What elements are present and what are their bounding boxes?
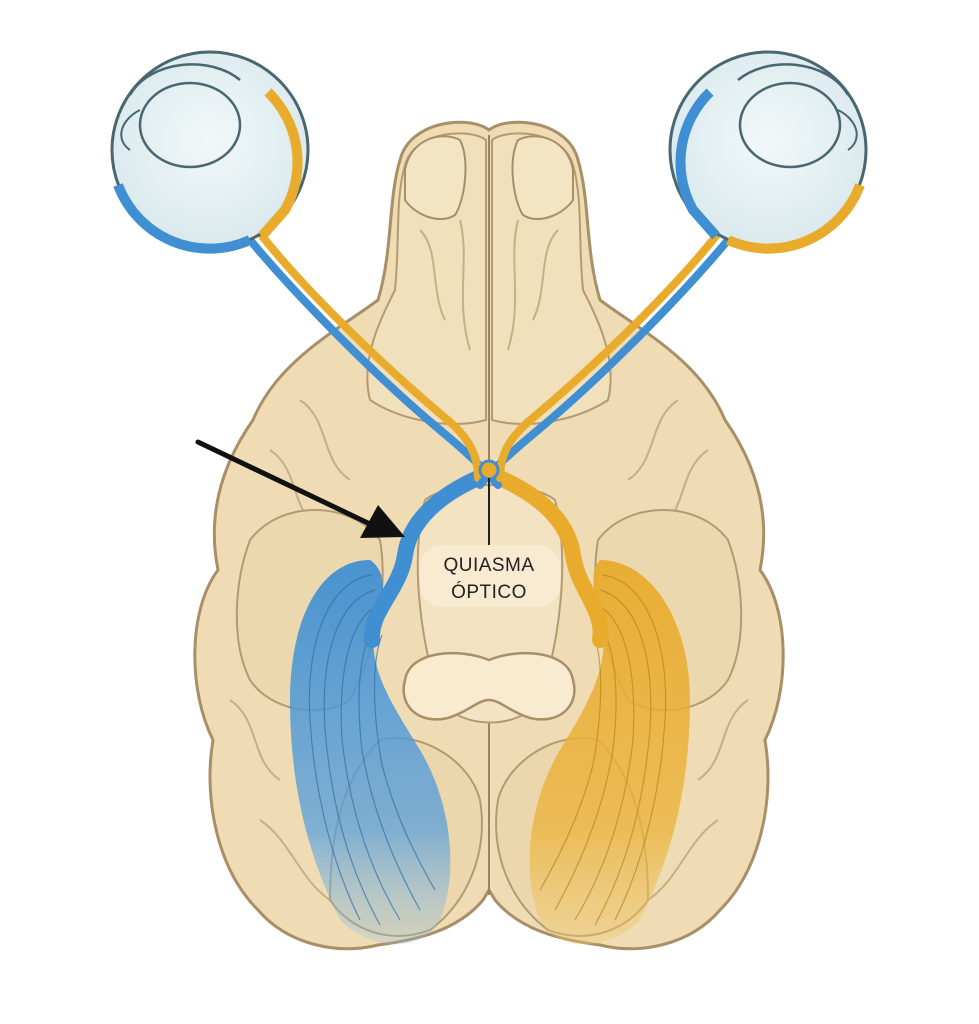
optic-nerve-right-temporal <box>496 232 720 482</box>
pointer-arrow <box>195 439 405 538</box>
optic-nerve-left-temporal <box>258 232 482 482</box>
label-optico: ÓPTICO <box>451 581 527 603</box>
label-quiasma: QUIASMA <box>443 555 534 576</box>
midbrain-section <box>402 651 576 721</box>
optic-chiasm <box>478 459 500 481</box>
eye-right <box>668 50 868 254</box>
label-backdrop <box>420 545 560 607</box>
olfactory-bulb-left <box>404 135 467 220</box>
eye-left <box>110 50 310 254</box>
arrow-head-icon <box>360 505 405 538</box>
olfactory-bulb-right <box>511 135 574 220</box>
optic-radiation-right <box>529 560 690 945</box>
optic-tract-right <box>492 470 609 648</box>
optic-tract-left <box>363 470 486 648</box>
optic-radiation-left <box>290 560 451 945</box>
